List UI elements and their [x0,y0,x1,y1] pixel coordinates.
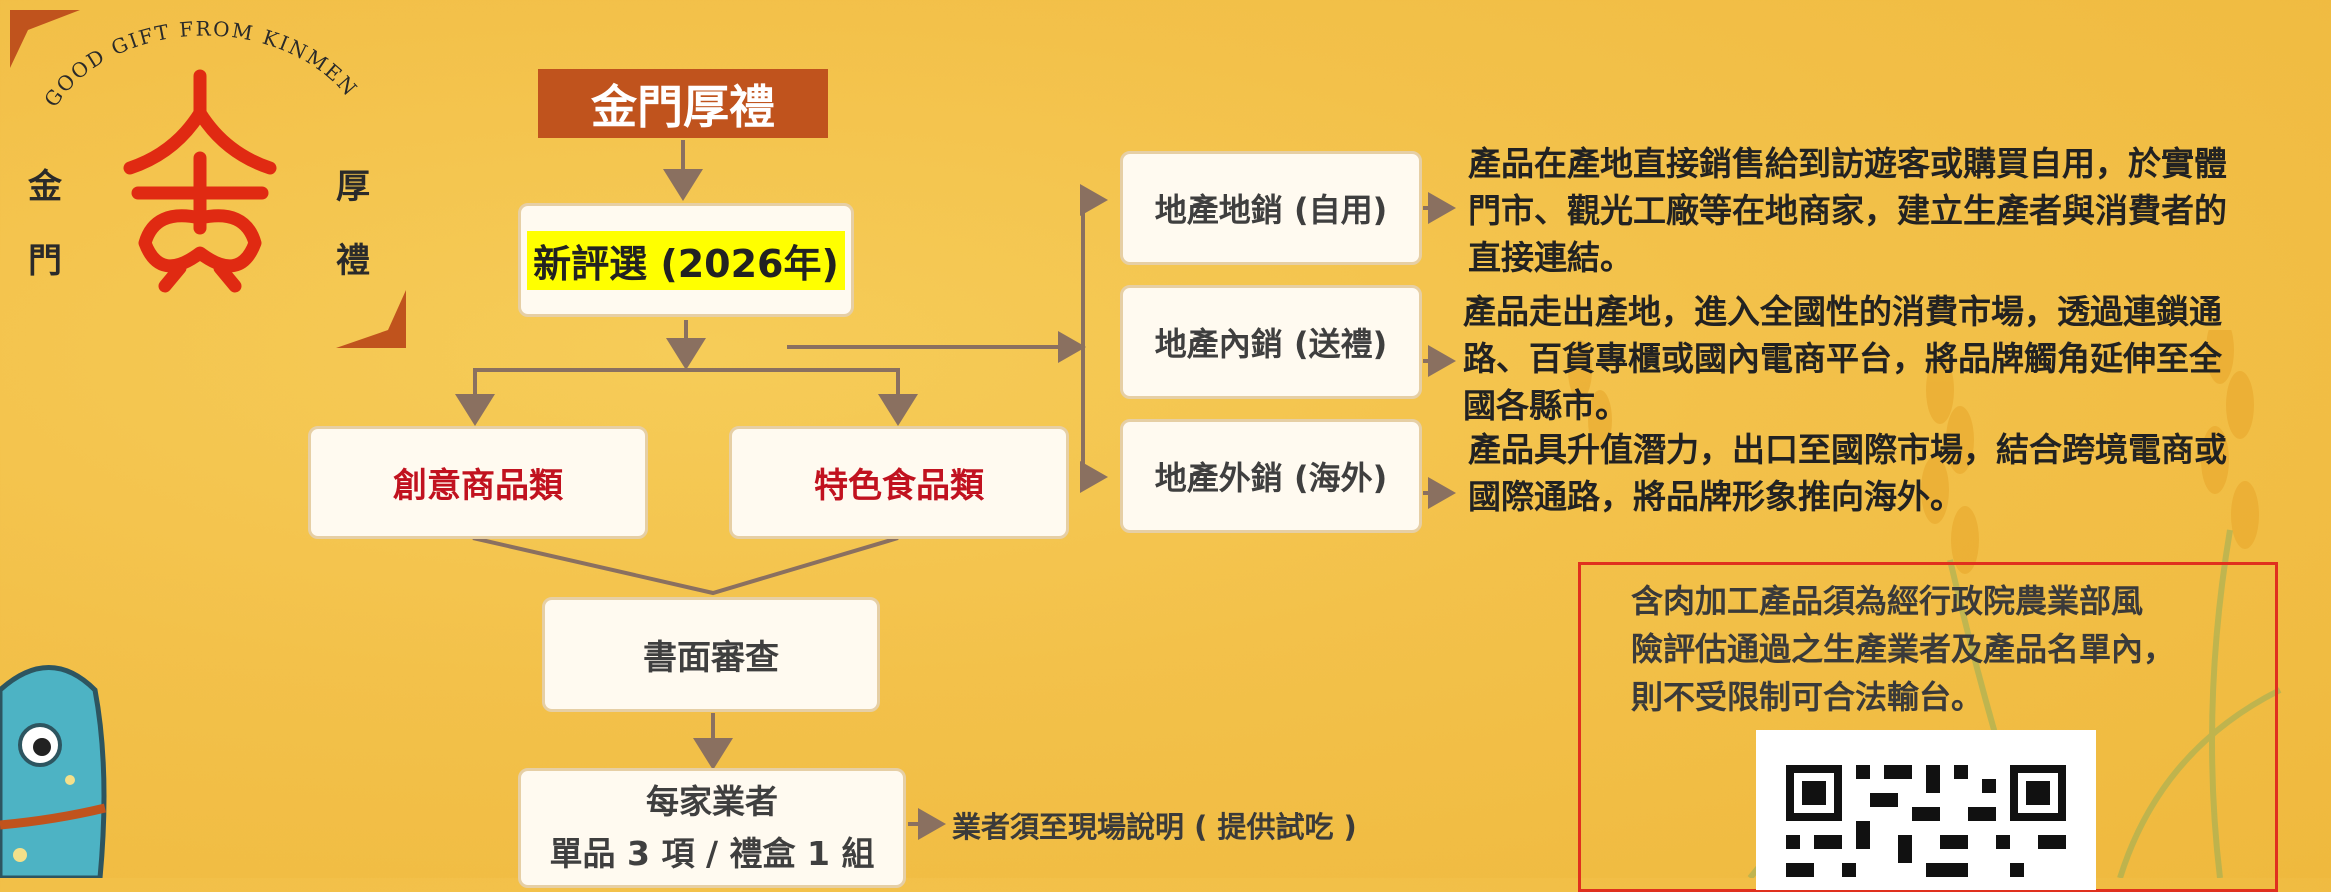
desc-line: 國各縣市。 [1463,386,1628,425]
desc-line: 產品在產地直接銷售給到訪遊客或購買自用，於實體 [1468,144,2227,183]
category-food-box: 特色食品類 [729,426,1069,539]
notice-line: 則不受限制可合法輸台。 [1631,678,1984,716]
new-selection-box: 新評選 (2026年) [518,203,854,317]
channel-domestic-desc: 產品走出產地，進入全國性的消費市場，透過連鎖通 路、百貨專櫃或國內電商平台，將品… [1463,288,2222,429]
logo-right-chars: 厚 禮 [336,150,370,298]
submission-line-1: 每家業者 [646,782,778,821]
notice-box: 含肉加工產品須為經行政院農業部風 險評估通過之生產業者及產品名單內， 則不受限制… [1578,562,2278,892]
logo-char-hou: 厚 [336,167,370,207]
desc-line: 路、百貨專櫃或國內電商平台，將品牌觸角延伸至全 [1463,339,2222,378]
mascot-illustration [0,665,107,878]
channel-export-box: 地產外銷 (海外) [1120,419,1422,533]
logo-corner-top-left [10,10,80,68]
notice-line: 險評估通過之生產業者及產品名單內， [1631,630,2176,668]
desc-line: 國際通路，將品牌形象推向海外。 [1468,477,1963,516]
logo-char-li: 禮 [336,241,370,281]
flow-title-text: 金門厚禮 [591,79,775,134]
document-review-label: 書面審查 [643,638,779,678]
document-review-box: 書面審查 [542,597,880,712]
desc-line: 門市、觀光工廠等在地商家，建立生產者與消費者的 [1468,191,2227,230]
channel-local-label: 地產地銷 (自用) [1154,191,1388,229]
qr-code-icon [1786,765,2066,877]
logo-char-men: 門 [28,241,62,281]
qr-code[interactable] [1756,730,2096,890]
onsite-note: 業者須至現場說明 ( 提供試吃 ) [952,810,1357,844]
notice-text: 含肉加工產品須為經行政院農業部風 險評估通過之生產業者及產品名單內， 則不受限制… [1631,577,2175,721]
channel-export-label: 地產外銷 (海外) [1154,459,1388,497]
channel-domestic-box: 地產內銷 (送禮) [1120,285,1422,399]
submission-box: 每家業者 單品 3 項 / 禮盒 1 組 [518,768,906,888]
new-selection-label: 新評選 (2026年) [527,230,845,290]
channel-local-box: 地產地銷 (自用) [1120,151,1422,265]
category-food-label: 特色食品類 [814,466,984,506]
logo-emblem [123,69,277,293]
category-creative-label: 創意商品類 [393,466,563,506]
channel-local-desc: 產品在產地直接銷售給到訪遊客或購買自用，於實體 門市、觀光工廠等在地商家，建立生… [1468,140,2227,281]
logo-corner-bottom-right [336,290,406,348]
desc-line: 產品具升值潛力，出口至國際市場，結合跨境電商或 [1468,430,2227,469]
flow-title: 金門厚禮 [538,69,828,138]
desc-line: 直接連結。 [1468,238,1633,277]
logo-left-chars: 金 門 [28,150,62,298]
logo-char-jin: 金 [28,167,62,207]
category-creative-box: 創意商品類 [308,426,648,539]
notice-line: 含肉加工產品須為經行政院農業部風 [1631,582,2144,620]
submission-line-2: 單品 3 項 / 禮盒 1 組 [549,834,875,873]
desc-line: 產品走出產地，進入全國性的消費市場，透過連鎖通 [1463,292,2222,331]
channel-domestic-label: 地產內銷 (送禮) [1154,325,1388,363]
channel-export-desc: 產品具升值潛力，出口至國際市場，結合跨境電商或 國際通路，將品牌形象推向海外。 [1468,426,2227,520]
